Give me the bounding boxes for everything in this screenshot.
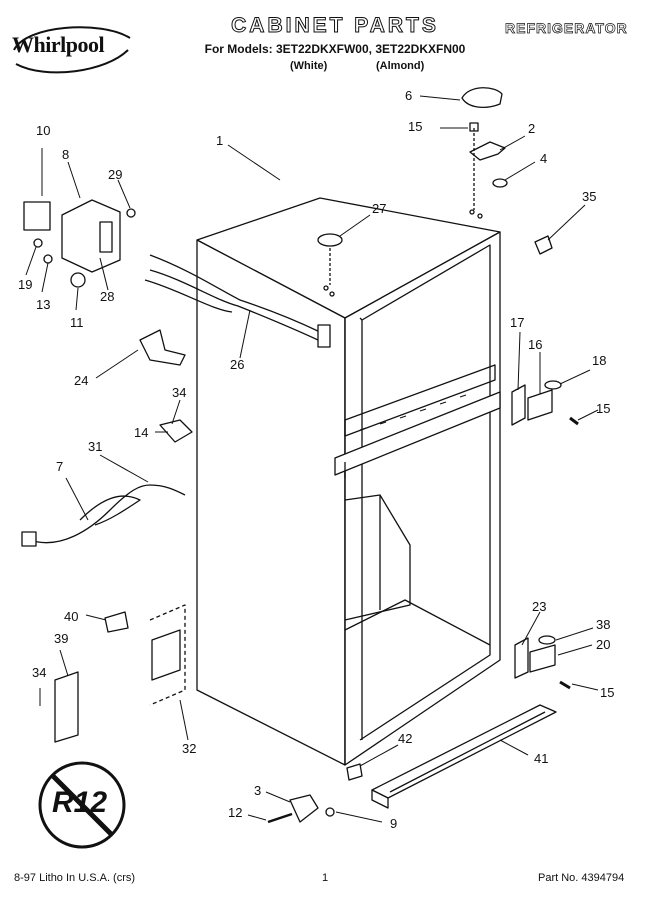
- callout-15-bottom: 15: [600, 685, 615, 700]
- callout-19: 19: [18, 277, 33, 292]
- callout-8: 8: [62, 147, 70, 162]
- callout-28: 28: [100, 289, 115, 304]
- model-numbers: For Models: 3ET22DKXFW00, 3ET22DKXFN00: [204, 42, 466, 56]
- hinge-cover: [461, 87, 503, 109]
- callout-38: 38: [596, 617, 611, 632]
- callout-20: 20: [596, 637, 611, 652]
- finish-almond-label: (Almond): [376, 60, 425, 72]
- whirlpool-logo: Whirlpool: [6, 20, 134, 80]
- callout-40: 40: [64, 609, 79, 624]
- callout-16: 16: [528, 337, 543, 352]
- callout-41: 41: [534, 751, 549, 766]
- category-label: REFRIGERATOR: [505, 20, 628, 37]
- footer-litho: 8-97 Litho In U.S.A. (crs): [14, 872, 136, 884]
- brand-name: Whirlpool: [12, 32, 105, 57]
- callout-34-lower: 34: [32, 665, 47, 680]
- callout-23: 23: [532, 599, 547, 614]
- footer-part-number: Part No. 4394794: [538, 872, 625, 884]
- callout-1: 1: [216, 133, 224, 148]
- callout-42: 42: [398, 731, 413, 746]
- callout-6: 6: [405, 88, 413, 103]
- callout-13: 13: [36, 297, 51, 312]
- callout-7: 7: [56, 459, 64, 474]
- callout-4: 4: [540, 151, 548, 166]
- callout-10: 10: [36, 123, 51, 138]
- callout-39: 39: [54, 631, 69, 646]
- callout-24: 24: [74, 373, 89, 388]
- callout-35: 35: [582, 189, 597, 204]
- callout-31: 31: [88, 439, 103, 454]
- finish-white-label: (White): [290, 60, 328, 72]
- callout-26: 26: [230, 357, 245, 372]
- callout-9: 9: [390, 816, 398, 831]
- page-title: CABINET PARTS: [231, 14, 439, 38]
- callout-3: 3: [254, 783, 262, 798]
- callout-11: 11: [70, 315, 84, 330]
- callout-18: 18: [592, 353, 607, 368]
- r12-badge-text: R12: [52, 786, 108, 819]
- callout-34-upper: 34: [172, 385, 187, 400]
- callout-17: 17: [510, 315, 525, 330]
- callout-2: 2: [528, 121, 536, 136]
- callout-12: 12: [228, 805, 243, 820]
- callout-14: 14: [134, 425, 149, 440]
- callout-32: 32: [182, 741, 197, 756]
- callout-29: 29: [108, 167, 123, 182]
- callout-27: 27: [372, 201, 387, 216]
- callout-15-top: 15: [408, 119, 423, 134]
- footer-page-number: 1: [322, 872, 329, 884]
- cabinet-shell: [196, 197, 501, 766]
- swirl-icon: [13, 26, 131, 74]
- callout-15-mid: 15: [596, 401, 611, 416]
